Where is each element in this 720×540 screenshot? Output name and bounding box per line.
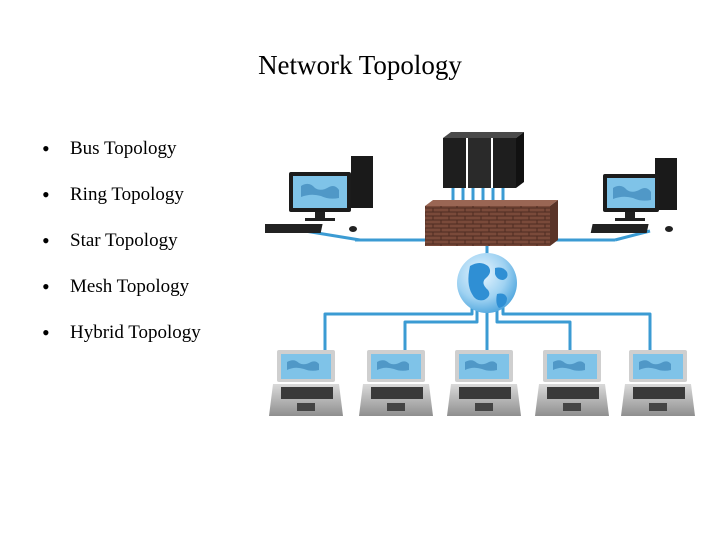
globe-icon bbox=[457, 253, 517, 313]
firewall-icon bbox=[425, 200, 558, 246]
bullet-dot-icon: • bbox=[42, 182, 50, 207]
bullet-text: Mesh Topology bbox=[70, 276, 190, 297]
bullet-text: Ring Topology bbox=[70, 184, 184, 205]
desktop-computer-icon bbox=[590, 158, 677, 233]
bullet-text: Bus Topology bbox=[70, 138, 177, 159]
network-diagram bbox=[265, 132, 695, 416]
desktop-computer-icon bbox=[265, 156, 373, 233]
laptop-icon bbox=[621, 350, 695, 416]
bullet-item-hybrid: • Hybrid Topology bbox=[42, 320, 201, 366]
server-rack-icon bbox=[443, 132, 524, 188]
slide-title: Network Topology bbox=[258, 50, 462, 80]
bullet-dot-icon: • bbox=[42, 228, 50, 253]
bullet-text: Star Topology bbox=[70, 230, 178, 251]
laptop-icon bbox=[447, 350, 521, 416]
bullet-item-mesh: • Mesh Topology bbox=[42, 274, 201, 320]
bullet-dot-icon: • bbox=[42, 320, 50, 345]
network-cables bbox=[304, 188, 652, 353]
laptop-icon bbox=[535, 350, 609, 416]
laptop-icon bbox=[359, 350, 433, 416]
laptop-icon bbox=[269, 350, 343, 416]
bullet-dot-icon: • bbox=[42, 136, 50, 161]
bullet-text: Hybrid Topology bbox=[70, 322, 201, 343]
bullet-item-star: • Star Topology bbox=[42, 228, 201, 274]
bullet-item-ring: • Ring Topology bbox=[42, 182, 201, 228]
bullet-list: • Bus Topology • Ring Topology • Star Topol… bbox=[42, 136, 201, 366]
bullet-dot-icon: • bbox=[42, 274, 50, 299]
bullet-item-bus: • Bus Topology bbox=[42, 136, 201, 182]
